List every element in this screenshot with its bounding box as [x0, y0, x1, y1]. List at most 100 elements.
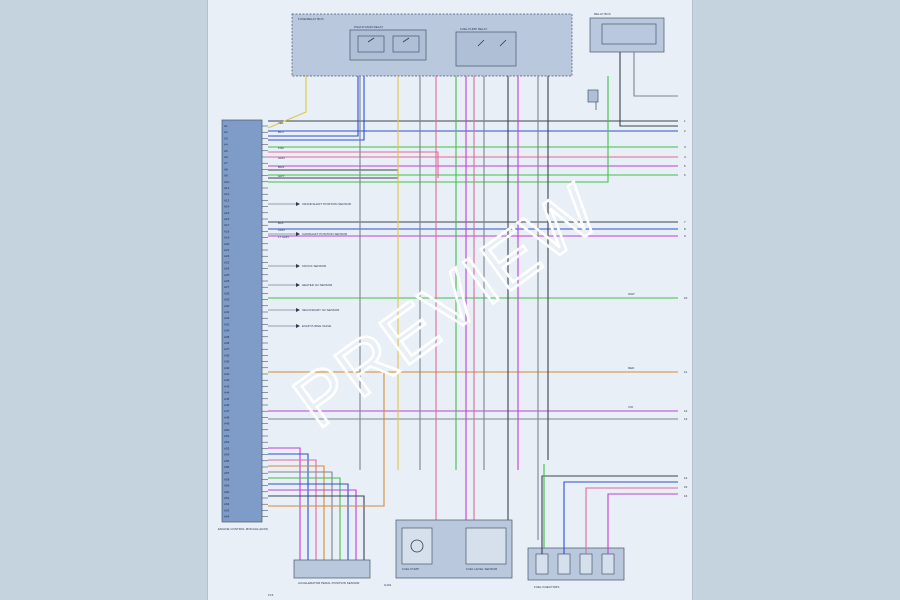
- lower-bundle-wire: [268, 489, 357, 560]
- lower-bundle-wire: [268, 447, 301, 560]
- injector-2: [557, 553, 571, 575]
- right-pin-label: 12: [684, 409, 688, 413]
- ecm-pin-label: A47: [224, 409, 230, 413]
- right-pin-label: 8: [684, 227, 686, 231]
- page-reference: FI-5: [268, 593, 274, 597]
- wire-yellow-feed: [267, 76, 307, 129]
- sensor-label: CAMSHAFT POSITION SENSOR: [302, 232, 348, 236]
- ecm-pin-label: A20: [224, 242, 230, 246]
- ecm-pin-label: A15: [224, 211, 230, 215]
- ecm-pin-label: A14: [224, 205, 230, 209]
- sensor-arrow: [296, 264, 300, 268]
- injector-1: [535, 553, 549, 575]
- ecm-pin-label: A4: [224, 143, 228, 147]
- ecm-pin-label: A9: [224, 174, 228, 178]
- sensor-label: KNOCK SENSOR: [302, 264, 327, 268]
- right-pin-label: 10: [684, 296, 688, 300]
- fuel-pump-relay-label: FUEL PUMP RELAY: [460, 27, 487, 31]
- ecm-pin-label: A61: [224, 496, 230, 500]
- right-pin-label: 11: [684, 370, 687, 374]
- relay-contact-c: [477, 39, 485, 47]
- wire-code-label: BLU: [278, 130, 284, 134]
- relay-box-right-label: RELAY BOX: [594, 12, 611, 16]
- wire-code-label: WHT: [628, 292, 635, 296]
- ecm-pin-label: A27: [224, 285, 230, 289]
- fuel-level-sensor-box: [465, 527, 507, 565]
- ecm-pin-label: A49: [224, 422, 230, 426]
- injector-wire: [541, 475, 678, 554]
- wire-code-label: GRN: [278, 156, 285, 160]
- wire-orange-return: [268, 372, 385, 507]
- lower-bundle-wire: [268, 483, 349, 560]
- wire-blue-relay: [268, 76, 359, 137]
- ecm-pin-label: A54: [224, 453, 230, 457]
- right-pin-label: 9: [684, 234, 686, 238]
- sensor-label: SECONDARY O2 SENSOR: [302, 308, 340, 312]
- relay-box-right: [589, 17, 665, 53]
- ecm-pin-label: A7: [224, 161, 228, 165]
- fuse-box-label: FUSE/RELAY BOX: [298, 17, 324, 21]
- lower-bundle-wire: [268, 453, 309, 560]
- ecm-pin-label: A6: [224, 155, 228, 159]
- wire-green-up: [268, 76, 609, 183]
- right-pin-label: 3: [684, 145, 686, 149]
- sensor-arrow: [296, 232, 300, 236]
- sensor-arrow: [296, 308, 300, 312]
- ecm-pin-label: A16: [224, 217, 230, 221]
- lower-bundle-wire: [268, 471, 333, 560]
- ecm-pin-label: A12: [224, 192, 230, 196]
- injector-4: [601, 553, 615, 575]
- injector-wire: [607, 493, 678, 554]
- main-relay-box: [349, 29, 427, 61]
- injector-wire: [563, 481, 678, 554]
- ecm-pin-label: A11: [224, 186, 229, 190]
- ecm-pin-label: A35: [224, 335, 230, 339]
- ecm-pin-label: A22: [224, 254, 230, 258]
- lower-bundle-wire: [268, 459, 317, 560]
- ecm-pin-label: A17: [224, 223, 230, 227]
- ecm-pin-label: A59: [224, 484, 230, 488]
- injector-3: [579, 553, 593, 575]
- wire-code-label: BLK: [278, 221, 284, 225]
- ecm-pin-label: A30: [224, 304, 230, 308]
- ecm-pin-label: A29: [224, 298, 230, 302]
- wire-code-label: YEL: [278, 121, 284, 125]
- wire-dark-loop: [268, 169, 399, 179]
- right-pin-label: 2: [684, 129, 686, 133]
- diode-box: [587, 89, 599, 103]
- ecm-pin-label: A18: [224, 229, 230, 233]
- fuel-pump-symbol: [410, 539, 424, 553]
- ecm-pin-label: A53: [224, 446, 230, 450]
- ecm-pin-label: A36: [224, 341, 230, 345]
- fuel-pump-label: FUEL PUMP: [402, 567, 419, 571]
- right-pin-label: 14: [684, 476, 688, 480]
- ecm-pin-label: A32: [224, 316, 230, 320]
- ecm-pin-label: A58: [224, 477, 230, 481]
- ecm-pin-label: A60: [224, 490, 230, 494]
- wire-code-label: RED: [628, 366, 635, 370]
- ecm-pin-label: A63: [224, 508, 230, 512]
- lower-bundle-wire: [268, 495, 365, 560]
- ecm-pin-label: A8: [224, 167, 228, 171]
- ecm-pin-label: A64: [224, 515, 230, 519]
- ecm-pin-label: A24: [224, 267, 230, 271]
- ecm-pin-label: A23: [224, 260, 230, 264]
- right-pin-label: 13: [684, 417, 688, 421]
- wire-code-label: PNK: [278, 146, 284, 150]
- right-pin-label: 4: [684, 155, 686, 159]
- ecm-pin-label: A5: [224, 149, 228, 153]
- ecm-pin-label: A52: [224, 440, 230, 444]
- ecm-pin-label: A45: [224, 397, 230, 401]
- ecm-pin-label: A44: [224, 391, 230, 395]
- ecm-pin-label: A33: [224, 322, 230, 326]
- right-pin-label: 16: [684, 494, 688, 498]
- ecm-pin-label: A25: [224, 273, 230, 277]
- ecm-pin-label: A28: [224, 291, 230, 295]
- ecm-pin-label: A56: [224, 465, 230, 469]
- ecm-pin-label: A62: [224, 502, 230, 506]
- ecm-pin-label: A43: [224, 384, 230, 388]
- right-pin-label: 6: [684, 173, 686, 177]
